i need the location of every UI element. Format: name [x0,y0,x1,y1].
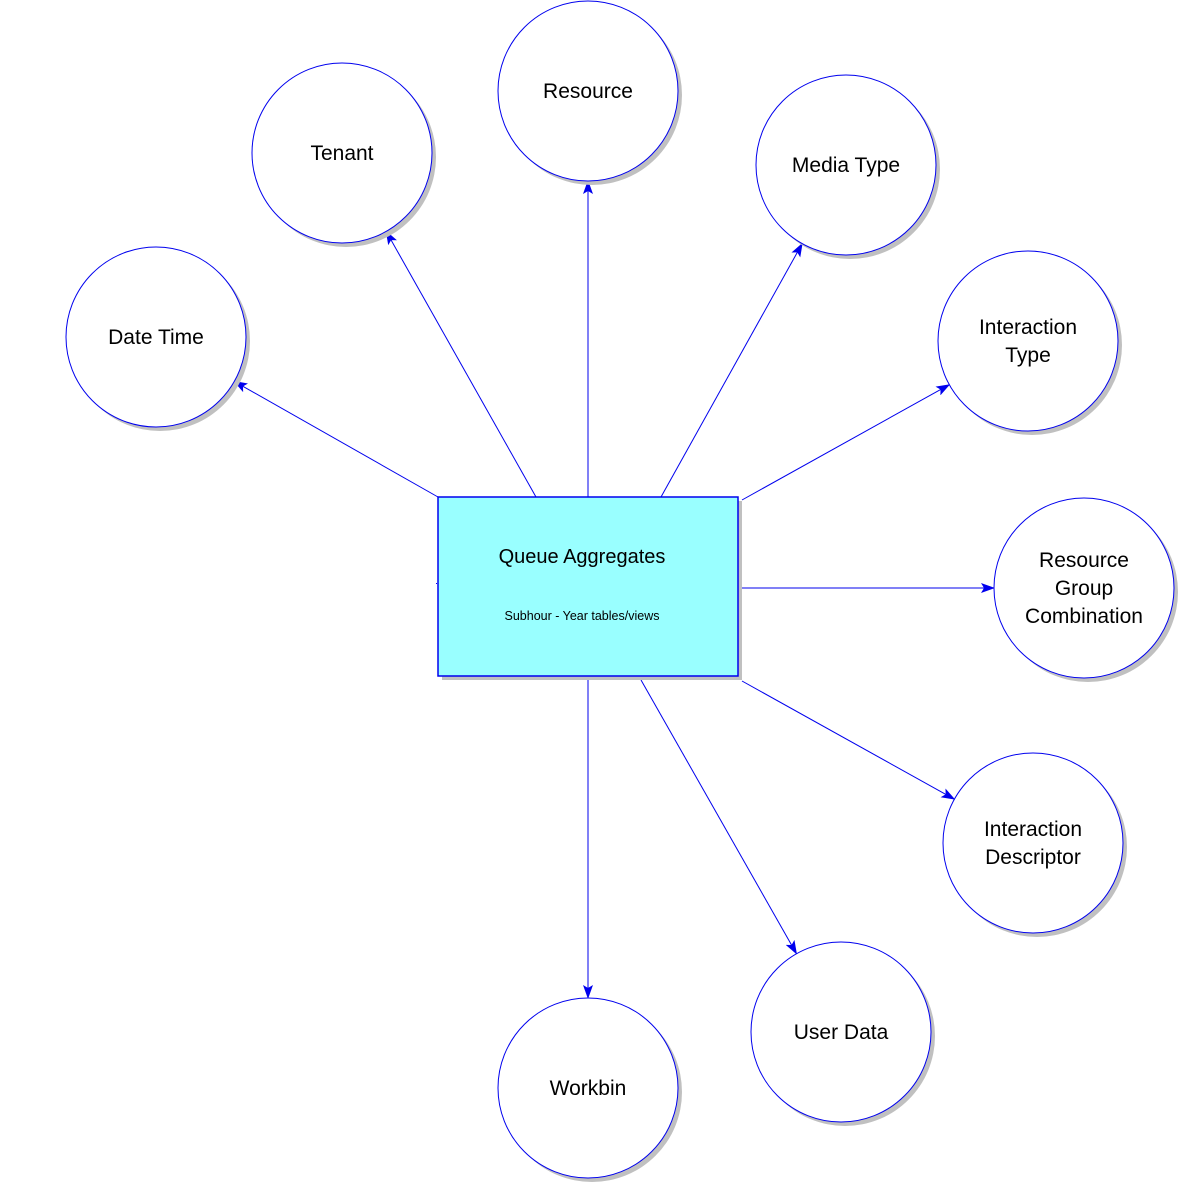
node-workbin[interactable]: Workbin [497,997,682,1182]
node-label: Interaction [984,818,1082,841]
fact-box [437,496,739,677]
node-date-time[interactable]: Date Time [65,246,250,431]
node-circle [65,246,247,428]
node-label: User Data [794,1021,889,1044]
edge-arrow-user-data [640,679,797,955]
node-label: Workbin [550,1077,627,1100]
node-media-type[interactable]: Media Type [755,74,940,259]
fact-subtitle: Subhour - Year tables/views [505,609,660,623]
edge-arrow-date-time [233,380,439,498]
fact-title: Queue Aggregates [499,546,666,568]
edge-arrow-media-type [660,242,803,498]
node-label: Tenant [310,142,373,165]
node-user-data[interactable]: User Data [750,941,935,1126]
node-label: Descriptor [985,846,1081,869]
node-label: Media Type [792,154,900,177]
node-label: Group [1055,577,1113,600]
node-circle [251,62,433,244]
node-tenant[interactable]: Tenant [251,62,436,247]
stray-dot [436,583,437,584]
edges [233,180,995,999]
node-label: Combination [1025,605,1143,628]
edge-arrow-interaction-descriptor [741,680,956,800]
node-circle [755,74,937,256]
node-circle [497,997,679,1179]
node-label: Resource [1039,549,1129,572]
node-circle [993,497,1175,679]
node-circle [937,250,1119,432]
node-label: Resource [543,80,633,103]
node-label: Date Time [108,326,204,349]
node-circle [942,752,1124,934]
node-circle [497,0,679,182]
node-label: Interaction [979,316,1077,339]
node-label: Type [1005,344,1051,367]
fact-box-queue-aggregates[interactable]: Queue Aggregates Subhour - Year tables/v… [437,496,742,680]
node-circle [750,941,932,1123]
edge-arrow-interaction-type [741,384,951,501]
node-resource[interactable]: Resource [497,0,682,185]
edge-arrow-tenant [385,230,537,498]
